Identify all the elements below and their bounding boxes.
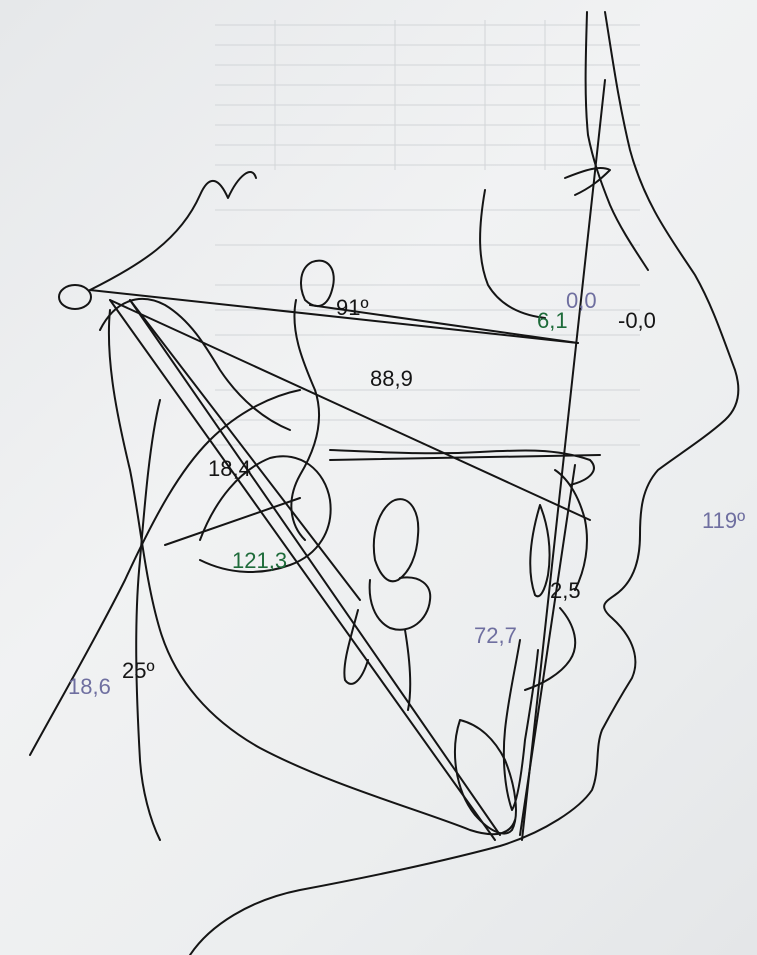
lower-lip xyxy=(524,607,577,691)
nasion-vertical xyxy=(521,79,606,841)
maxilla-anterior xyxy=(554,469,588,591)
lower-molar xyxy=(368,576,432,631)
measurement-2-5: 2,5 xyxy=(550,578,581,603)
measurement-91deg: 91º xyxy=(336,295,369,320)
sella-nasion xyxy=(309,304,579,344)
occipital-contour xyxy=(89,171,257,291)
mandibular-ramus xyxy=(107,309,516,836)
measurement-88-9: 88,9 xyxy=(370,366,413,391)
measurement-6-1: 6,1 xyxy=(537,308,568,333)
measurement-0-0a: 0,0 xyxy=(566,288,597,313)
frankfort-horizontal xyxy=(89,289,579,344)
occlusal-plane xyxy=(329,454,601,461)
measurement-18-4: 18,4 xyxy=(208,456,251,481)
measurement-119deg: 119º xyxy=(702,508,746,533)
incisor-axis xyxy=(519,464,576,836)
pterygoid-contour xyxy=(290,299,321,541)
measurement-0-0b: -0,0 xyxy=(618,308,656,333)
frontal-nasal-contour xyxy=(584,11,649,271)
facial-angle-line xyxy=(129,299,361,601)
cranial-base-contour xyxy=(479,189,546,319)
condyle-contour xyxy=(99,297,291,431)
symphysis xyxy=(454,719,517,835)
upper-molar xyxy=(372,498,420,583)
lower-incisor xyxy=(502,639,539,811)
mandibular-plane xyxy=(109,299,496,841)
nasal-tip-inner xyxy=(564,167,611,196)
measurement-121-3: 121,3 xyxy=(232,548,288,573)
porion-ring xyxy=(58,284,92,310)
sella-gnathion xyxy=(129,299,501,836)
upper-incisor xyxy=(529,504,551,598)
palate-contour xyxy=(329,449,595,486)
sella-outline xyxy=(299,259,335,308)
measurement-25deg: 25º xyxy=(122,658,155,683)
measurement-72-7: 72,7 xyxy=(474,623,517,648)
palatal-line xyxy=(109,299,591,521)
soft-tissue-profile xyxy=(189,11,740,955)
posterior-mandible-curve xyxy=(199,455,332,573)
measurement-18-6: 18,6 xyxy=(68,674,111,699)
pharyngeal-wall xyxy=(29,389,301,756)
gonial-line xyxy=(164,497,301,546)
mandibular-border xyxy=(135,399,161,841)
